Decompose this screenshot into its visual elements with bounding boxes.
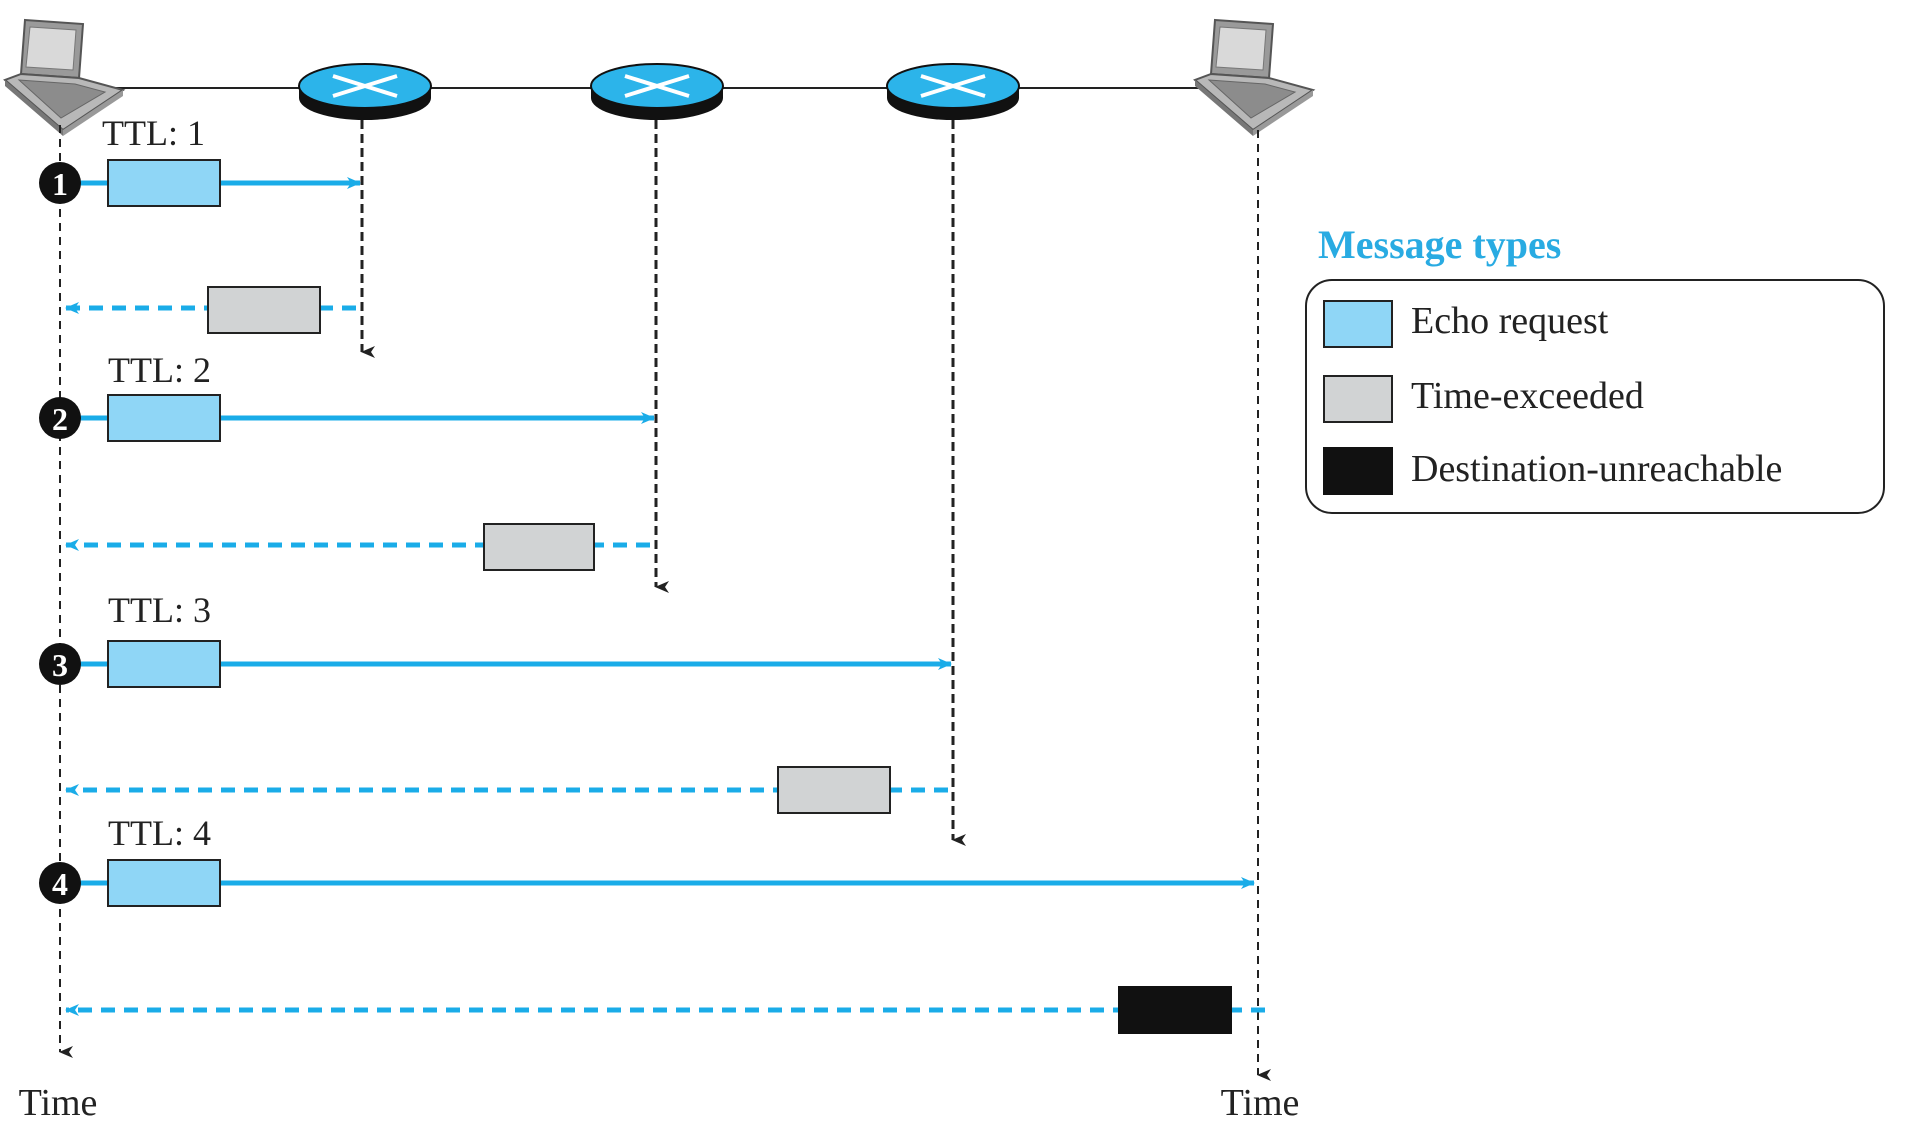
laptop-icon bbox=[1193, 18, 1316, 136]
laptop-icon bbox=[3, 18, 126, 136]
step-number: 2 bbox=[52, 401, 68, 437]
step-number: 3 bbox=[52, 647, 68, 683]
legend-swatch-echo-request bbox=[1323, 300, 1393, 348]
step-number: 1 bbox=[52, 166, 68, 202]
router-icon bbox=[590, 63, 724, 120]
legend-swatch-time-exceeded bbox=[1323, 375, 1393, 423]
exchange-3: TTL: 3 3 bbox=[39, 590, 952, 814]
echo-request-packet bbox=[107, 640, 221, 688]
legend-swatch-destination-unreachable bbox=[1323, 447, 1393, 495]
legend: Message types Echo request Time-exceeded… bbox=[1305, 222, 1885, 514]
source-time-label: Time bbox=[19, 1082, 98, 1124]
exchange-1: TTL: 1 1 bbox=[39, 113, 361, 334]
exchange-4: TTL: 4 4 bbox=[39, 813, 1265, 1034]
ttl-label: TTL: 1 bbox=[102, 113, 205, 153]
time-exceeded-packet bbox=[207, 286, 321, 334]
legend-label-destination-unreachable: Destination-unreachable bbox=[1411, 448, 1782, 490]
destination-unreachable-packet bbox=[1118, 986, 1232, 1034]
step-number: 4 bbox=[52, 866, 68, 902]
legend-title: Message types bbox=[1318, 222, 1561, 267]
echo-request-packet bbox=[107, 859, 221, 907]
legend-label-echo-request: Echo request bbox=[1411, 300, 1609, 342]
step-badge bbox=[39, 397, 81, 439]
router-icon bbox=[886, 63, 1020, 120]
echo-request-packet bbox=[107, 159, 221, 207]
legend-frame bbox=[1305, 279, 1885, 514]
step-badge bbox=[39, 862, 81, 904]
ttl-label: TTL: 3 bbox=[108, 590, 211, 630]
step-badge bbox=[39, 643, 81, 685]
step-badge bbox=[39, 162, 81, 204]
router-icon bbox=[298, 63, 432, 120]
ttl-label: TTL: 4 bbox=[108, 813, 211, 853]
echo-request-packet bbox=[107, 394, 221, 442]
exchange-2: TTL: 2 2 bbox=[39, 350, 655, 571]
legend-label-time-exceeded: Time-exceeded bbox=[1411, 375, 1644, 417]
time-exceeded-packet bbox=[777, 766, 891, 814]
ttl-label: TTL: 2 bbox=[108, 350, 211, 390]
destination-time-label: Time bbox=[1221, 1082, 1300, 1124]
time-exceeded-packet bbox=[483, 523, 595, 571]
